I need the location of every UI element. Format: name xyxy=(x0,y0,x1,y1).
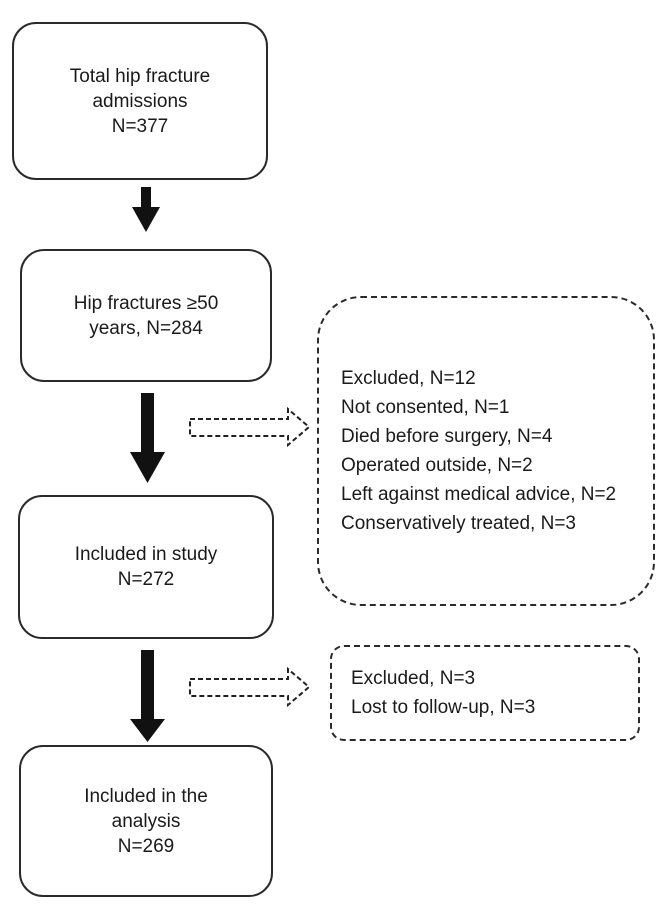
exclusion-1-line: Excluded, N=12 xyxy=(341,368,476,389)
side-arrow-2 xyxy=(189,666,311,708)
age-filter-line1: Hip fractures ≥50 xyxy=(73,292,219,314)
total-admissions-line1: Total hip fracture xyxy=(69,65,211,87)
exclusion-1-line: Died before surgery, N=4 xyxy=(341,426,553,447)
exclusion-1-line: Conservatively treated, N=3 xyxy=(341,513,576,534)
total-admissions-box: Total hip fracture admissions N=377 xyxy=(12,22,268,180)
exclusion-2-line: Lost to follow-up, N=3 xyxy=(351,697,536,718)
included-analysis-count: N=269 xyxy=(117,835,175,857)
age-filter-box: Hip fractures ≥50 years, N=284 xyxy=(20,249,272,382)
exclusion-box-2: Excluded, N=3 Lost to follow-up, N=3 xyxy=(330,645,640,741)
age-filter-line2: years, N=284 xyxy=(89,317,203,339)
total-admissions-count: N=377 xyxy=(111,115,169,137)
down-arrow-2 xyxy=(130,393,165,483)
down-arrow-3 xyxy=(130,650,165,742)
exclusion-1-line: Operated outside, N=2 xyxy=(341,455,533,476)
down-arrow-1 xyxy=(132,187,160,232)
exclusion-box-1: Excluded, N=12 Not consented, N=1 Died b… xyxy=(317,296,655,606)
included-study-count: N=272 xyxy=(117,569,175,590)
exclusion-1-line: Left against medical advice, N=2 xyxy=(341,484,617,505)
total-admissions-line2: admissions xyxy=(92,90,188,112)
included-study-box: Included in study N=272 xyxy=(18,495,274,639)
included-analysis-line1: Included in the xyxy=(84,785,208,807)
included-study-line1: Included in study xyxy=(74,544,218,565)
included-analysis-line2: analysis xyxy=(111,810,181,832)
exclusion-1-line: Not consented, N=1 xyxy=(341,397,510,418)
side-arrow-1 xyxy=(189,406,311,448)
exclusion-2-line: Excluded, N=3 xyxy=(351,668,476,689)
included-analysis-box: Included in the analysis N=269 xyxy=(19,745,273,897)
